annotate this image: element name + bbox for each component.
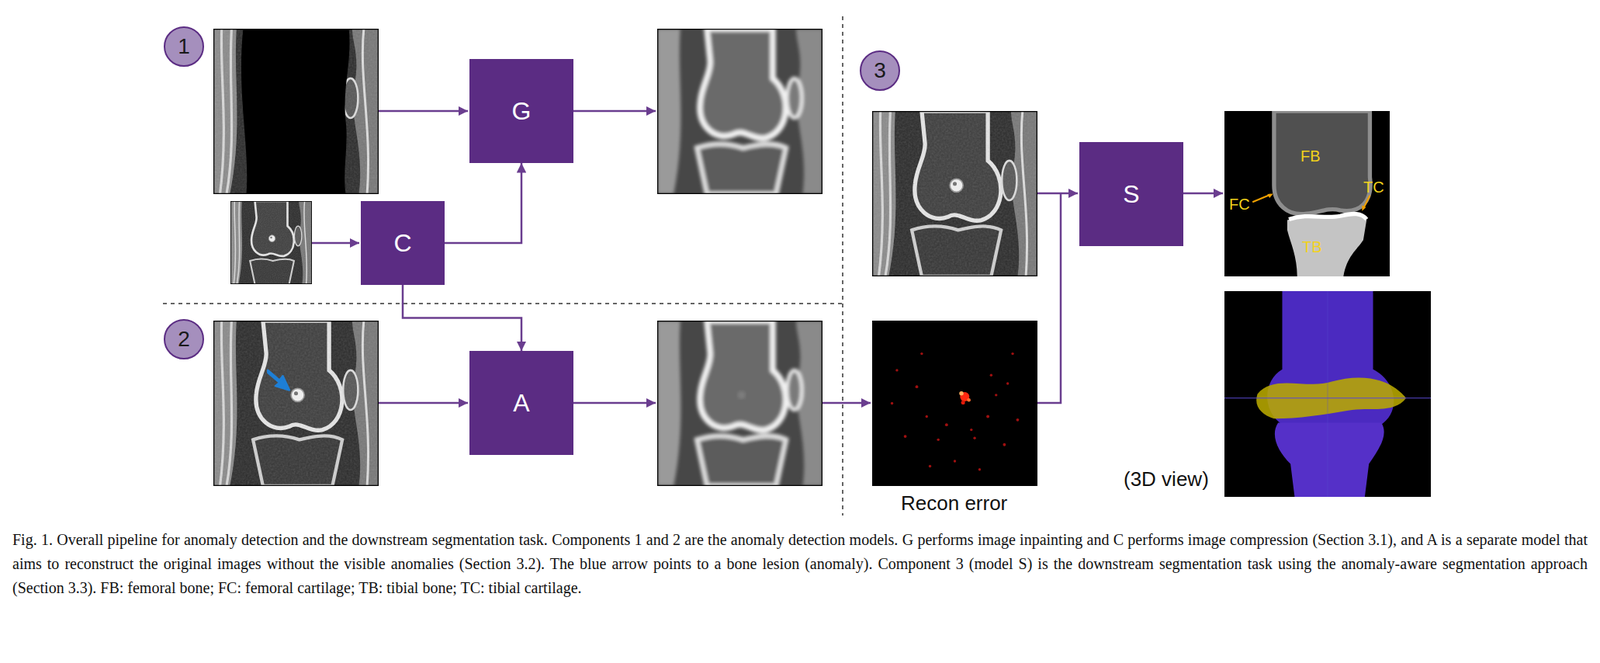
knee-reconstruction [657,320,823,486]
image-border [658,321,823,486]
error-hotspot [961,400,966,405]
speckle [925,415,929,418]
component-number: 2 [177,326,191,352]
speckle [953,459,956,462]
speckle [945,422,949,426]
flow-arrow [311,242,360,245]
image-border [230,200,312,284]
bone-lesion [949,178,963,192]
blue-arrow [267,370,290,391]
model-name: G [512,96,532,126]
knee-mri [230,200,312,284]
speckle [1016,418,1020,422]
figure-caption: Fig. 1. Overall pipeline for anomaly det… [12,527,1588,600]
speckle [973,436,976,440]
segmentation-map [1224,110,1390,277]
inpainted-image [657,28,823,194]
speckle [928,464,932,468]
speckle [986,415,990,419]
knee-reconstruction [657,28,823,194]
structure-label: FC [1229,195,1251,214]
flow-arrow [573,110,656,113]
image-label: Recon error [900,491,1008,516]
femoral-bone [1274,110,1371,215]
bone-lesion [268,235,275,243]
component-number-circle: 3 [859,50,901,91]
image-border [872,111,1038,277]
image-border [214,321,379,486]
dashed-divider [841,16,844,516]
error-hotspot [959,391,964,396]
component-number-circle: 1 [163,26,205,67]
model-box: A [469,350,574,455]
anomalous-image [213,320,379,486]
error-hotspot [966,398,971,402]
flow-arrow [573,401,656,405]
speckle [1011,352,1014,355]
speckle [994,393,998,396]
image-border [214,29,379,194]
tibial-bone [1287,214,1367,277]
seg-ground [1224,110,1390,277]
thumbnail-image [230,200,312,284]
tibia-3d [1274,422,1385,497]
speckle [978,467,981,471]
flow-arrow [822,401,871,405]
structure-label: TB [1302,238,1323,257]
error-map [872,320,1038,486]
component-number: 3 [873,58,887,84]
speckle [990,374,993,377]
faded-lesion [737,391,746,400]
error-speckles [890,352,1020,471]
image-border [658,29,823,194]
tibial-cartilage [1288,213,1367,219]
flow-arrow [378,401,468,405]
bone-lesion [290,387,305,402]
model-box: G [469,58,574,163]
flow-arrow [1183,192,1223,195]
render-ground [1224,290,1431,497]
speckle [936,438,939,441]
crosshair [1327,290,1329,497]
model-box: C [360,200,445,285]
speckle [915,384,919,388]
leader-head [1267,193,1273,199]
leader-line [1252,194,1271,203]
model-box: S [1079,141,1184,246]
input-image [872,110,1038,277]
knee-mri [213,320,379,486]
merge-line [1037,193,1061,403]
speckle [1002,443,1006,447]
component-number-circle: 2 [163,318,205,360]
image-label: (3D view) [1123,467,1209,492]
reconstructed-image [657,320,823,486]
speckle [969,428,973,431]
knee-mri [872,110,1038,277]
speckle [1006,381,1009,385]
masked-image [213,28,379,194]
flow-arrow [1037,192,1078,195]
structure-label: TC [1363,178,1385,197]
flow-arrow [378,110,468,113]
dashed-divider [162,302,843,305]
model-name: A [512,388,530,418]
inpainting-mask [241,28,350,194]
error-ground [872,320,1038,486]
3d-render [1224,290,1431,497]
speckle [903,434,908,438]
speckle [890,401,894,405]
knee-mri [213,28,379,194]
leader-head [1361,204,1366,211]
speckle [920,352,923,355]
flow-arrows [311,110,1223,403]
structure-label: FB [1300,147,1321,166]
speckle [895,368,898,371]
component-number: 1 [177,34,191,59]
connector [402,284,522,351]
model-name: C [393,228,412,258]
connector [444,162,522,243]
model-name: S [1122,180,1140,209]
